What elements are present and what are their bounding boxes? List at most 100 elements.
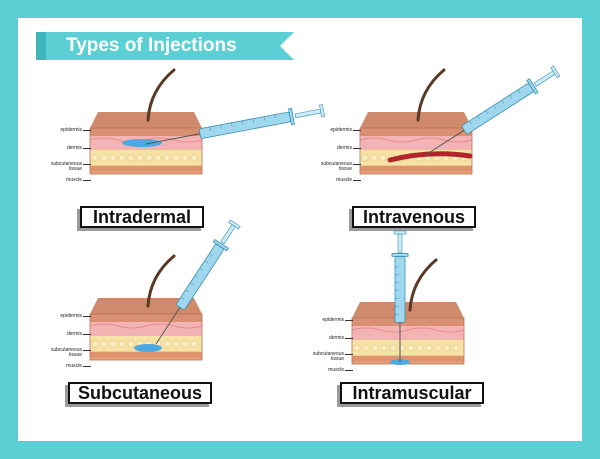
plunger bbox=[397, 233, 403, 253]
dermis-wave bbox=[351, 327, 465, 333]
intravenous-layers bbox=[359, 68, 473, 175]
label-intramuscular: Intramuscular bbox=[352, 383, 472, 403]
epidermis-band bbox=[90, 128, 202, 136]
fat-cell bbox=[389, 344, 397, 352]
hair bbox=[146, 254, 176, 308]
label-subcutaneous: Subcutaneous bbox=[77, 383, 202, 403]
epidermis-band bbox=[352, 318, 464, 326]
skin-block-intradermal bbox=[89, 68, 326, 175]
needle bbox=[423, 129, 465, 157]
block-outline bbox=[89, 313, 203, 361]
fat-cell bbox=[154, 154, 162, 162]
plunger-cap bbox=[228, 219, 241, 230]
skin-surface bbox=[352, 302, 464, 318]
barrel-tick bbox=[252, 118, 255, 123]
fat-cell bbox=[181, 154, 189, 162]
needle bbox=[145, 133, 201, 145]
layer-label-subcutaneous: subcutaneous tissue bbox=[50, 161, 82, 172]
layer-leader-line bbox=[83, 316, 91, 317]
syringe-intramuscular bbox=[391, 230, 409, 362]
layer-label-muscle: muscle bbox=[66, 363, 82, 369]
block-outline bbox=[89, 127, 203, 175]
fat-cell bbox=[190, 340, 198, 348]
page-title: Types of Injections bbox=[66, 35, 237, 56]
plunger-cap bbox=[393, 230, 407, 235]
layer-leader-line bbox=[83, 334, 91, 335]
hair bbox=[408, 258, 438, 312]
layer-label-dermis: dermis bbox=[66, 145, 82, 151]
injected-fluid bbox=[122, 139, 162, 147]
barrel bbox=[394, 256, 406, 323]
layer-label-dermis: dermis bbox=[336, 145, 352, 151]
flange bbox=[526, 78, 539, 95]
fat-cell bbox=[118, 154, 126, 162]
barrel-tick bbox=[209, 253, 213, 256]
label-box-intramuscular: Intramuscular bbox=[340, 382, 484, 404]
layer-label-dermis: dermis bbox=[328, 335, 344, 341]
fat-cell bbox=[371, 344, 379, 352]
layer-leader-line bbox=[83, 180, 91, 181]
label-box-subcutaneous: Subcutaneous bbox=[68, 382, 212, 404]
layer-leader-line bbox=[353, 130, 361, 131]
skin-block-subcutaneous bbox=[89, 219, 241, 361]
barrel-tick bbox=[220, 124, 222, 129]
epidermis-band bbox=[360, 128, 472, 136]
layer-label-epidermis: epidermis bbox=[60, 313, 82, 319]
fat-cell bbox=[416, 344, 424, 352]
intramuscular-layers bbox=[351, 258, 465, 365]
injected-fluid bbox=[134, 344, 162, 352]
subcutaneous-layers bbox=[89, 254, 203, 361]
fat-cell bbox=[407, 344, 415, 352]
layer-label-muscle: muscle bbox=[336, 177, 352, 183]
layer-label-subcutaneous: subcutaneous tissue bbox=[312, 351, 344, 362]
layer-leader-line bbox=[83, 130, 91, 131]
fat-cell bbox=[370, 154, 378, 162]
block-outline bbox=[359, 127, 473, 175]
layer-leader-line bbox=[83, 148, 91, 149]
needle bbox=[155, 307, 181, 345]
layer-label-subcutaneous: subcutaneous tissue bbox=[320, 161, 352, 172]
barrel-tick bbox=[204, 260, 209, 264]
barrel-tick bbox=[509, 94, 513, 99]
fat-cell bbox=[127, 154, 135, 162]
skin-block-intramuscular bbox=[351, 230, 465, 365]
flange bbox=[391, 253, 409, 257]
layer-label-muscle: muscle bbox=[66, 177, 82, 183]
barrel-tick bbox=[274, 114, 276, 119]
layer-leader-line bbox=[345, 370, 353, 371]
fat-cell bbox=[109, 154, 117, 162]
label-intravenous: Intravenous bbox=[362, 207, 466, 227]
layer-leader-line bbox=[83, 366, 91, 367]
barrel-tick bbox=[501, 100, 505, 104]
fat-cell bbox=[172, 154, 180, 162]
fat-cell bbox=[353, 344, 361, 352]
layer-leader-line bbox=[353, 148, 361, 149]
layer-label-epidermis: epidermis bbox=[330, 127, 352, 133]
dermis-wave bbox=[359, 137, 473, 143]
fat-cell bbox=[91, 154, 99, 162]
barrel bbox=[461, 83, 534, 135]
barrel-tick bbox=[194, 275, 199, 278]
layer-label-epidermis: epidermis bbox=[60, 127, 82, 133]
hair bbox=[146, 68, 176, 122]
barrel-tick bbox=[209, 126, 211, 131]
fat-cell bbox=[181, 340, 189, 348]
fat-cell bbox=[145, 154, 153, 162]
white-canvas bbox=[18, 18, 582, 441]
label-box-intradermal: Intradermal bbox=[80, 206, 204, 228]
label-box-intravenous: Intravenous bbox=[352, 206, 476, 228]
layer-label-dermis: dermis bbox=[66, 331, 82, 337]
fat-cell bbox=[190, 154, 198, 162]
fat-cell bbox=[136, 154, 144, 162]
label-intradermal: Intradermal bbox=[92, 207, 192, 227]
fat-cell bbox=[434, 344, 442, 352]
barrel-tick bbox=[242, 120, 244, 125]
fat-cell bbox=[109, 340, 117, 348]
syringe-intradermal bbox=[145, 104, 326, 145]
plunger bbox=[533, 70, 556, 87]
fat-cell bbox=[163, 340, 171, 348]
title-banner bbox=[36, 32, 294, 60]
barrel-tick bbox=[469, 120, 472, 125]
barrel-tick bbox=[493, 105, 497, 109]
layer-label-subcutaneous: subcutaneous tissue bbox=[50, 347, 82, 358]
